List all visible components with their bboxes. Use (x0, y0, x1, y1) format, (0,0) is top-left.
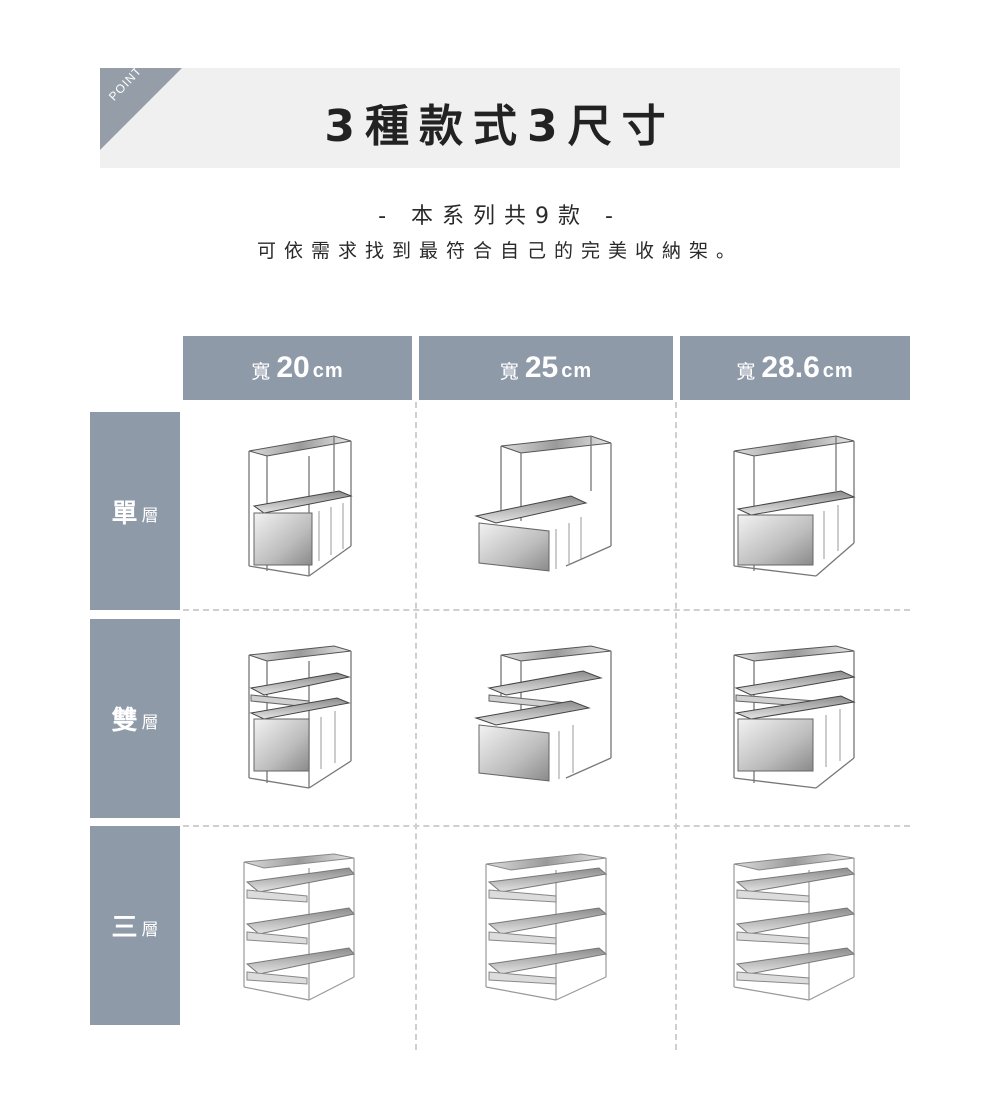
row-label-main: 三 (111, 913, 138, 943)
subtitle: - 本系列共9款 - (378, 204, 622, 229)
width-unit: cm (561, 359, 593, 382)
point-banner: POINT 3種款式3尺寸 (100, 64, 900, 168)
product-image-single-25cm (417, 402, 675, 609)
product-image-double-28-6cm (677, 611, 910, 825)
product-image-triple-28-6cm (677, 827, 910, 1027)
row-label-suffix: 層 (141, 920, 159, 940)
row-header-single: 單 層 (90, 412, 180, 610)
product-image-single-20cm (183, 402, 415, 609)
row-label-main: 雙 (111, 706, 138, 736)
product-image-triple-20cm (183, 827, 415, 1027)
product-image-triple-25cm (417, 827, 675, 1027)
width-label: 寬 (736, 360, 756, 383)
row-header-double: 雙 層 (90, 619, 180, 818)
description: 可依需求找到最符合自己的完美收納架。 (256, 240, 743, 262)
row-label-suffix: 層 (141, 505, 159, 526)
width-value: 28.6 (761, 351, 820, 384)
product-image-double-25cm (417, 611, 675, 825)
width-unit: cm (822, 359, 854, 382)
width-label: 寬 (251, 360, 271, 383)
column-divider (675, 402, 677, 1050)
row-divider (183, 825, 910, 827)
row-divider (183, 609, 910, 611)
column-divider (415, 402, 417, 1050)
width-value: 20 (276, 351, 310, 384)
row-label-suffix: 層 (141, 713, 159, 733)
product-image-single-28-6cm (677, 402, 910, 609)
product-image-double-20cm (183, 611, 415, 825)
width-unit: cm (312, 359, 344, 382)
width-label: 寬 (499, 360, 519, 383)
width-value: 25 (524, 351, 559, 384)
point-badge-triangle (100, 68, 182, 150)
column-header-25cm: 寬 25 cm (419, 336, 673, 400)
row-header-triple: 三 層 (90, 826, 180, 1025)
column-header-28-6cm: 寬 28.6 cm (680, 336, 910, 400)
row-label-main: 單 (111, 498, 138, 529)
column-header-20cm: 寬 20 cm (183, 336, 412, 400)
banner-title: 3種款式3尺寸 (324, 101, 676, 152)
